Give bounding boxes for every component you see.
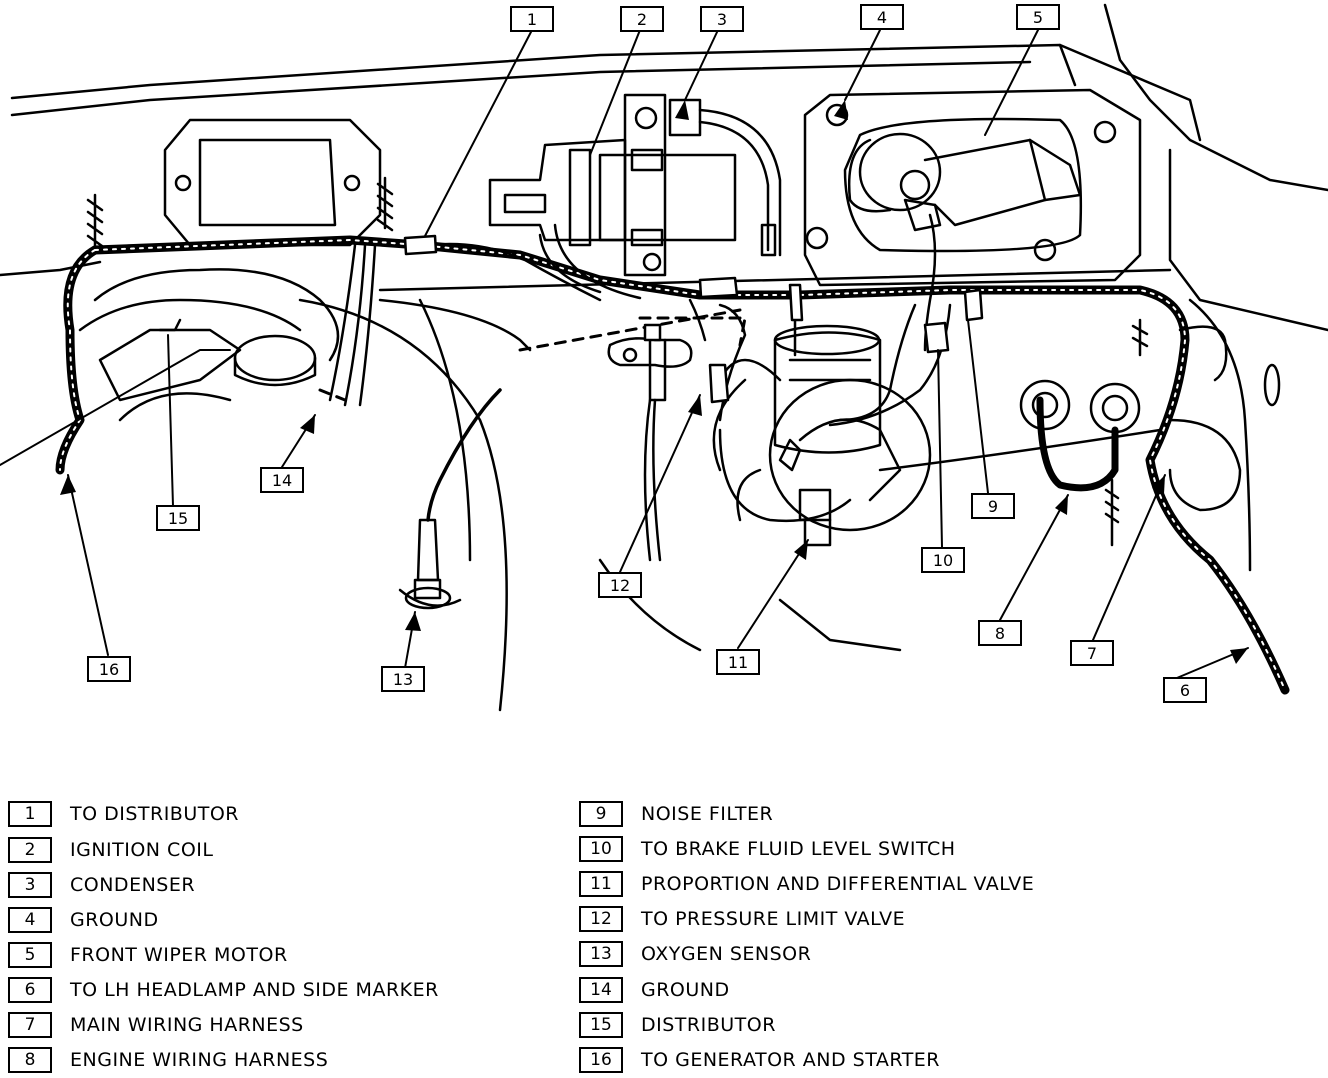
legend-item-5: 5 FRONT WIPER MOTOR: [8, 941, 288, 969]
legend-item-15: 15 DISTRIBUTOR: [579, 1011, 776, 1039]
legend-item-14: 14 GROUND: [579, 976, 730, 1004]
callout-8: 8: [978, 620, 1022, 646]
legend-label: NOISE FILTER: [641, 803, 774, 825]
legend-item-8: 8 ENGINE WIRING HARNESS: [8, 1046, 328, 1074]
legend-number: 15: [579, 1012, 623, 1038]
legend-item-2: 2 IGNITION COIL: [8, 836, 213, 864]
legend-item-1: 1 TO DISTRIBUTOR: [8, 800, 239, 828]
legend-number: 16: [579, 1047, 623, 1073]
hidden-lines: [318, 308, 747, 402]
distributor-area: [78, 268, 340, 422]
legend-label: MAIN WIRING HARNESS: [70, 1014, 304, 1036]
mounting-plate: [163, 118, 382, 247]
legend-number: 13: [579, 941, 623, 967]
legend-label: CONDENSER: [70, 874, 196, 896]
ignition-coil: [488, 93, 782, 277]
harness-bracket: [607, 337, 693, 562]
engine-harness: [1036, 396, 1119, 492]
callout-9: 9: [971, 493, 1015, 519]
callout-3: 3: [700, 6, 744, 32]
legend-number: 8: [8, 1047, 52, 1073]
legend-label: TO PRESSURE LIMIT VALVE: [641, 908, 906, 930]
callout-4: 4: [860, 4, 904, 30]
callout-16: 16: [87, 656, 131, 682]
legend-number: 1: [8, 801, 52, 827]
connectors: [403, 234, 984, 404]
callout-1: 1: [510, 6, 554, 32]
callout-13: 13: [381, 666, 425, 692]
legend-label: GROUND: [641, 979, 730, 1001]
legend-number: 9: [579, 801, 623, 827]
callout-11: 11: [716, 649, 760, 675]
legend-number: 11: [579, 871, 623, 897]
legend-item-4: 4 GROUND: [8, 906, 159, 934]
callout-7: 7: [1070, 640, 1114, 666]
legend-label: FRONT WIPER MOTOR: [70, 944, 288, 966]
legend-item-13: 13 OXYGEN SENSOR: [579, 940, 811, 968]
legend-item-11: 11 PROPORTION AND DIFFERENTIAL VALVE: [579, 870, 1034, 898]
main-harness-braid: [59, 239, 1286, 691]
legend-item-12: 12 TO PRESSURE LIMIT VALVE: [579, 905, 905, 933]
legend-item-9: 9 NOISE FILTER: [579, 800, 773, 828]
legend-label: ENGINE WIRING HARNESS: [70, 1049, 329, 1071]
oxygen-sensor: [398, 518, 462, 610]
callout-10: 10: [921, 547, 965, 573]
legend-number: 6: [8, 977, 52, 1003]
leader-lines: [0, 29, 1249, 684]
legend-label: IGNITION COIL: [70, 839, 214, 861]
legend-item-6: 6 TO LH HEADLAMP AND SIDE MARKER: [8, 976, 439, 1004]
legend-label: DISTRIBUTOR: [641, 1014, 776, 1036]
callout-15: 15: [156, 505, 200, 531]
legend-item-7: 7 MAIN WIRING HARNESS: [8, 1011, 304, 1039]
callout-12: 12: [598, 572, 642, 598]
legend-number: 10: [579, 836, 623, 862]
legend-label: PROPORTION AND DIFFERENTIAL VALVE: [641, 873, 1035, 895]
wiper-motor: [803, 88, 1142, 287]
arrow-heads: [60, 100, 1248, 664]
legend-number: 14: [579, 977, 623, 1003]
legend-item-16: 16 TO GENERATOR AND STARTER: [579, 1046, 940, 1074]
callout-6: 6: [1163, 677, 1207, 703]
callout-14: 14: [260, 467, 304, 493]
callout-2: 2: [620, 6, 664, 32]
bolts: [86, 176, 1149, 547]
engine-bay-wiring-diagram: [0, 3, 1328, 712]
legend-item-3: 3 CONDENSER: [8, 871, 195, 899]
grommets: [1019, 379, 1141, 434]
legend-number: 7: [8, 1012, 52, 1038]
legend-label: TO GENERATOR AND STARTER: [641, 1049, 941, 1071]
legend-label: OXYGEN SENSOR: [641, 943, 812, 965]
legend-label: TO LH HEADLAMP AND SIDE MARKER: [70, 979, 439, 1001]
legend-label: TO DISTRIBUTOR: [70, 803, 240, 825]
legend-number: 12: [579, 906, 623, 932]
legend-number: 4: [8, 907, 52, 933]
legend-number: 5: [8, 942, 52, 968]
legend-number: 2: [8, 837, 52, 863]
legend-number: 3: [8, 872, 52, 898]
callout-5: 5: [1016, 4, 1060, 30]
legend-label: TO BRAKE FLUID LEVEL SWITCH: [641, 838, 956, 860]
legend-label: GROUND: [70, 909, 159, 931]
legend-item-10: 10 TO BRAKE FLUID LEVEL SWITCH: [579, 835, 956, 863]
